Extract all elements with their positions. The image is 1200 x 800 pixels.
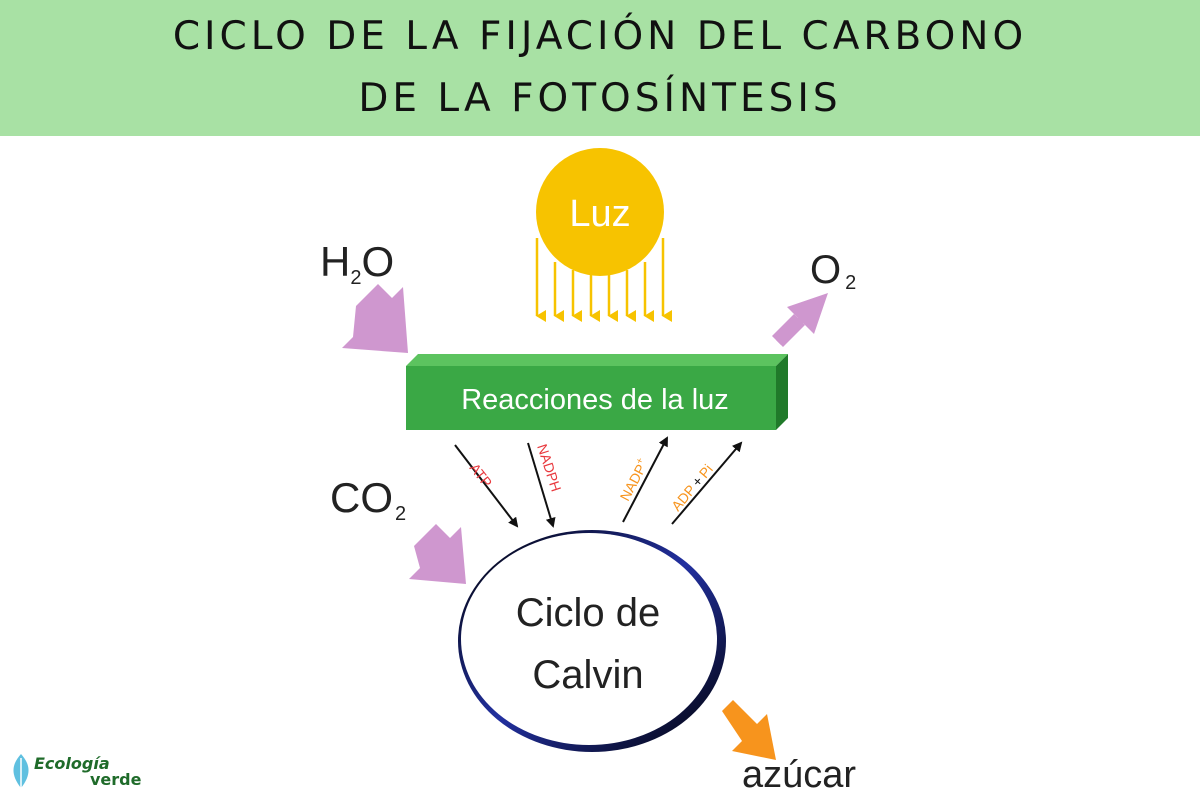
calvin-cycle-label-line1: Ciclo de — [516, 591, 661, 635]
sugar-arrow-icon — [722, 700, 776, 760]
h2o-subscript: 2 — [350, 267, 361, 289]
co2-base: CO — [330, 474, 393, 521]
co2-subscript: 2 — [395, 503, 406, 525]
adp-arrow-icon — [671, 441, 743, 525]
sugar-label: azúcar — [742, 754, 856, 796]
o2-arrow-shaft — [772, 314, 805, 347]
light-reactions-box — [406, 354, 788, 430]
nadph-label: NADPH — [534, 442, 564, 494]
leaf-icon — [13, 754, 29, 788]
calvin-cycle-label-line2: Calvin — [532, 653, 643, 697]
h2o-tail: O — [361, 238, 394, 285]
h2o-label: H2O — [320, 238, 394, 289]
sun-label: Luz — [569, 193, 630, 235]
light-reactions-label: Reacciones de la luz — [461, 384, 729, 416]
sun-icon — [535, 148, 672, 322]
adp-pi-label: ADP+Pi — [668, 461, 716, 514]
title-line-2: DE LA FOTOSÍNTESIS — [358, 76, 842, 121]
h2o-arrow-icon — [342, 284, 408, 353]
o2-subscript: 2 — [845, 272, 856, 294]
ecologia-verde-logo: Ecología verde — [10, 752, 170, 792]
logo-text-verde: verde — [90, 770, 142, 789]
co2-arrow-icon — [409, 524, 466, 584]
calvin-cycle-ring — [458, 530, 726, 752]
atp-arrow-icon — [454, 444, 519, 528]
h2o-base: H — [320, 238, 350, 285]
nadph-arrow-icon — [527, 442, 556, 528]
title-banner: CICLO DE LA FIJACIÓN DEL CARBONO DE LA F… — [0, 0, 1200, 136]
o2-base: O — [810, 248, 841, 292]
title-line-1: CICLO DE LA FIJACIÓN DEL CARBONO — [172, 14, 1028, 59]
nadp-arrow-icon — [622, 436, 668, 523]
logo-text-ecologia: Ecología — [34, 754, 110, 773]
